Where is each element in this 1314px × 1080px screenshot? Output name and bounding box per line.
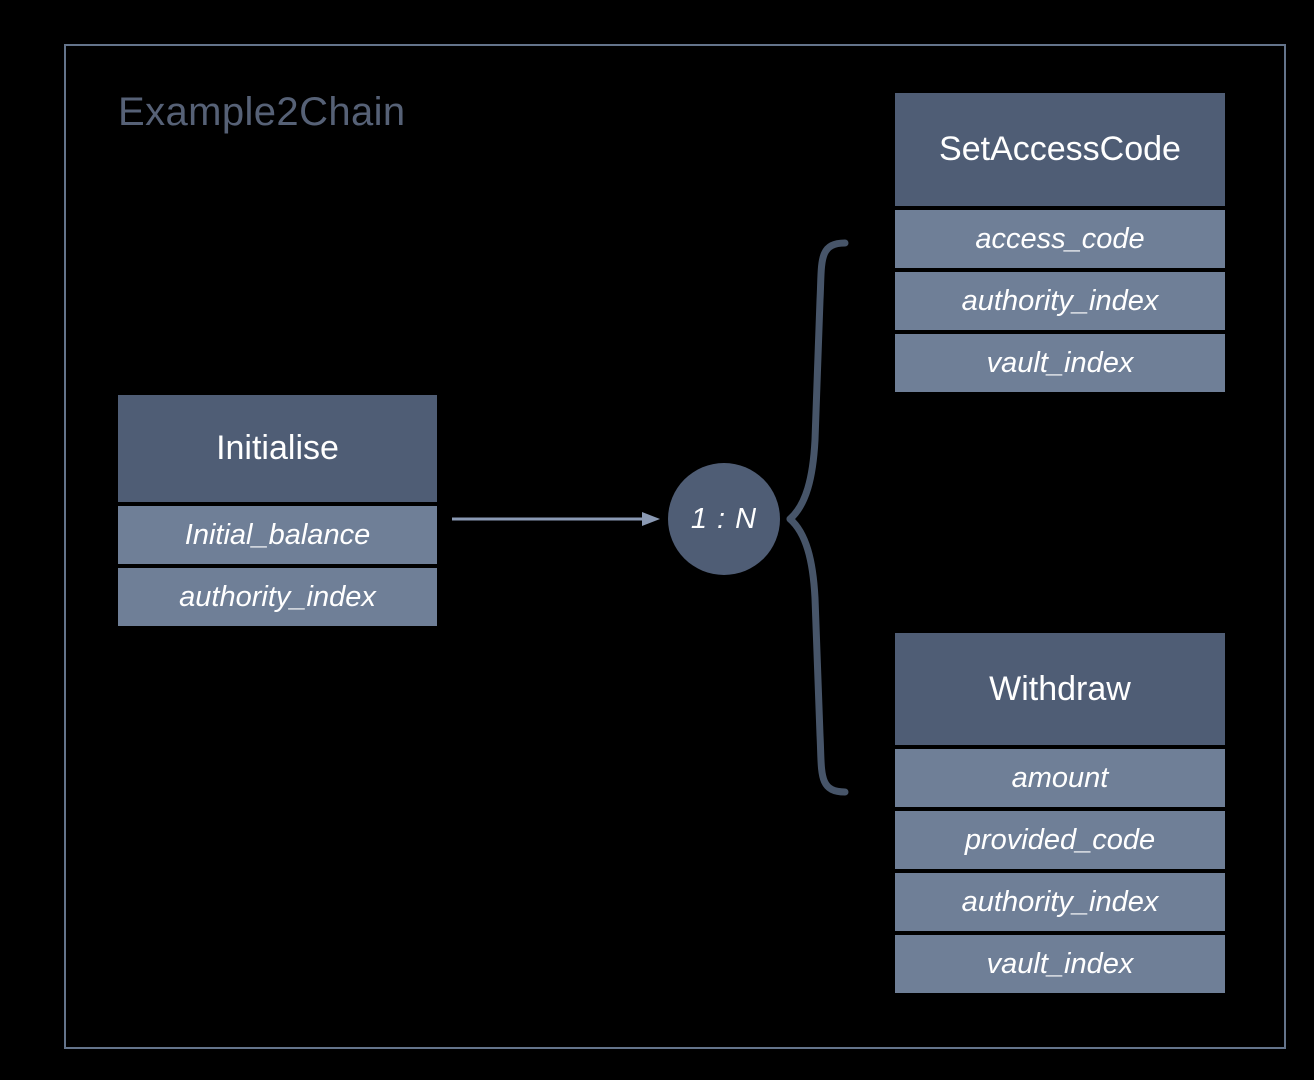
- entity-field-authority-index: authority_index: [895, 873, 1225, 931]
- entity-setaccesscode[interactable]: SetAccessCode access_code authority_inde…: [895, 93, 1225, 392]
- entity-header-setaccesscode: SetAccessCode: [895, 93, 1225, 206]
- entity-header-initialise: Initialise: [118, 395, 437, 502]
- entity-field-initial-balance: Initial_balance: [118, 506, 437, 564]
- cardinality-node: 1 : N: [668, 463, 780, 575]
- diagram-title: Example2Chain: [118, 90, 406, 134]
- entity-field-vault-index: vault_index: [895, 935, 1225, 993]
- entity-field-vault-index: vault_index: [895, 334, 1225, 392]
- entity-withdraw[interactable]: Withdraw amount provided_code authority_…: [895, 633, 1225, 993]
- entity-field-amount: amount: [895, 749, 1225, 807]
- entity-initialise[interactable]: Initialise Initial_balance authority_ind…: [118, 395, 437, 626]
- entity-field-authority-index: authority_index: [895, 272, 1225, 330]
- entity-field-provided-code: provided_code: [895, 811, 1225, 869]
- entity-header-withdraw: Withdraw: [895, 633, 1225, 745]
- entity-field-authority-index: authority_index: [118, 568, 437, 626]
- entity-field-access-code: access_code: [895, 210, 1225, 268]
- diagram-frame: [64, 44, 1286, 1049]
